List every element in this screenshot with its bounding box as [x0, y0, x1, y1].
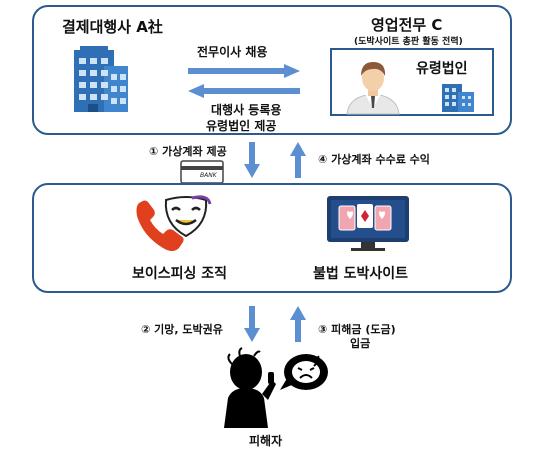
arrow-left-icon [188, 84, 300, 98]
step3-label-line2: 입금 [350, 337, 371, 350]
step4-label: ④ 가상계좌 수수료 수익 [318, 153, 430, 166]
monitor-icon [327, 196, 409, 251]
theater-mask-icon [164, 195, 212, 238]
exec-c-label: 영업전무 C [371, 16, 443, 34]
middle-box [32, 183, 512, 293]
building-icon [74, 46, 128, 112]
arrow-up-icon [290, 142, 306, 178]
avatar [343, 56, 403, 115]
step3-label-line1: ③ 피해금 (도금) [318, 323, 396, 336]
building-icon-small [442, 84, 474, 112]
victim-icon [224, 347, 328, 428]
step2-label: ② 기망, 도박권유 [141, 323, 223, 336]
victim-label: 피해자 [249, 434, 283, 448]
exec-c-note: (도박사이트 총판 활동 전력) [354, 37, 463, 47]
arrow-right-label: 전무이사 채용 [197, 45, 268, 59]
company-a-label: 결제대행사 A社 [62, 18, 163, 36]
arrow-right-icon [188, 64, 300, 78]
arrow-left-label-line2: 유령법인 제공 [206, 119, 277, 133]
arrow-up-icon-2 [290, 306, 306, 342]
arrow-down-icon [244, 142, 260, 178]
step1-label: ① 가상계좌 제공 [149, 145, 227, 158]
phone-icon [136, 200, 184, 251]
phishing-org-label: 보이스피싱 조직 [132, 266, 228, 282]
arrow-down-icon-2 [244, 306, 260, 342]
arrow-left-label-line1: 대행사 등록용 [211, 103, 282, 117]
paper-company-label: 유령법인 [416, 61, 468, 77]
bank-card-text: BANK [200, 172, 217, 179]
gambling-site-label: 불법 도박사이트 [313, 266, 409, 282]
